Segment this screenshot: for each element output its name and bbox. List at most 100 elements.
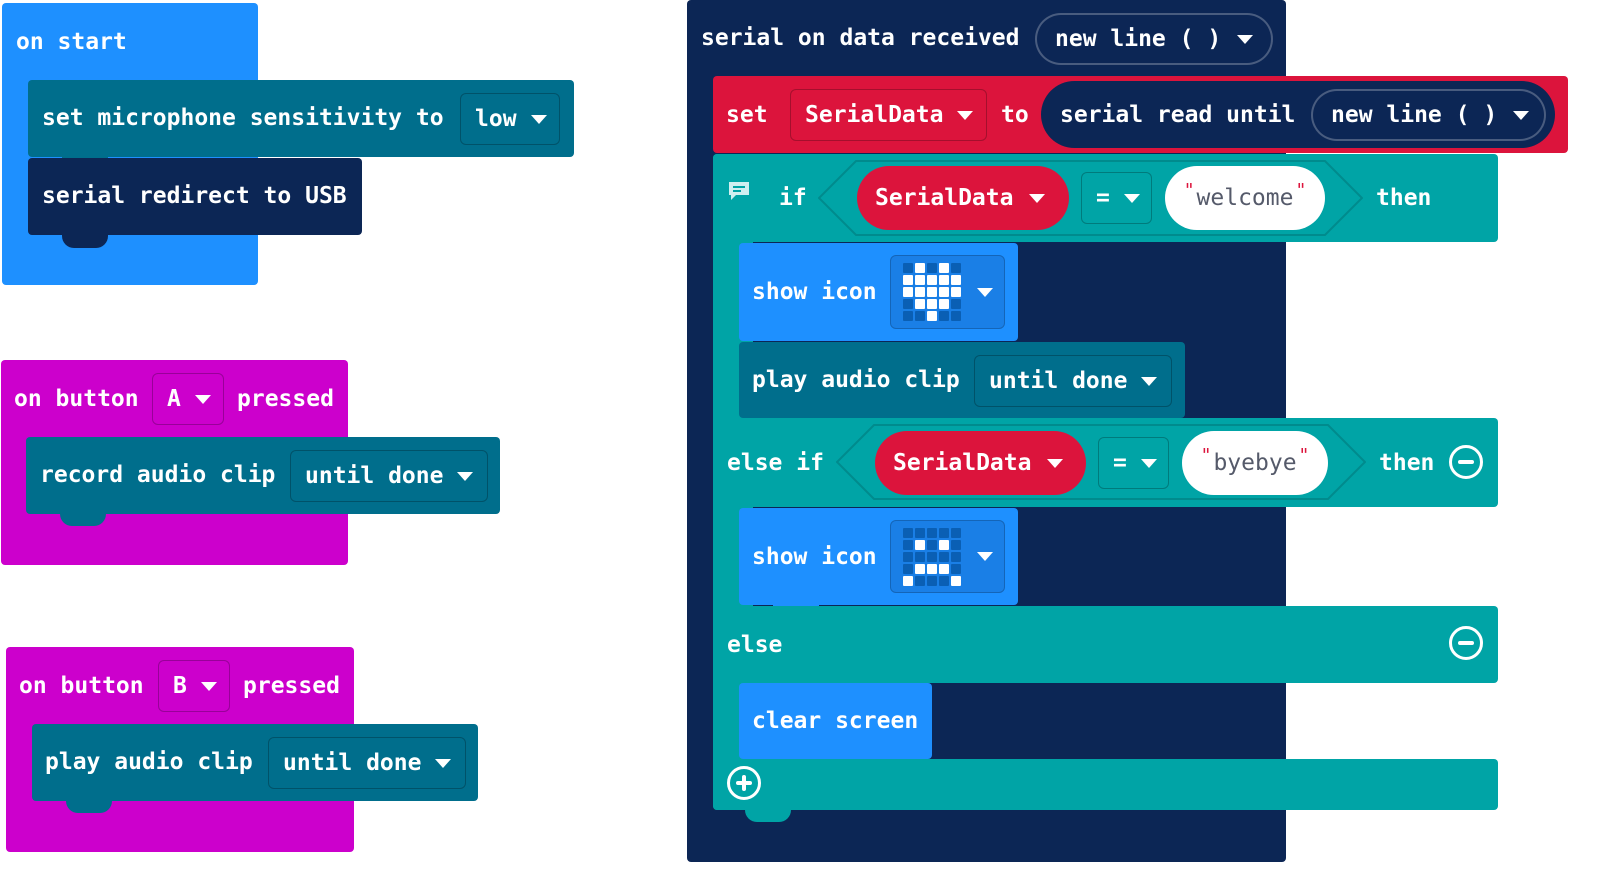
dropdown-arrow-icon xyxy=(457,471,474,481)
led-pixel xyxy=(939,275,949,285)
on-button-a-prefix: on button xyxy=(14,386,139,412)
variable-dropdown[interactable]: SerialData xyxy=(790,89,987,141)
if-label: if xyxy=(779,185,807,211)
on-button-b-prefix: on button xyxy=(19,673,144,699)
led-pixel xyxy=(939,299,949,309)
led-pixel xyxy=(951,527,961,538)
dropdown-arrow-icon xyxy=(1029,193,1046,203)
led-pixel xyxy=(903,539,913,550)
read-delimiter-dropdown[interactable]: new line ( ) xyxy=(1311,89,1546,141)
led-pixel xyxy=(915,539,925,550)
variable-value: SerialData xyxy=(805,102,944,128)
play-mode-value: until done xyxy=(989,368,1128,394)
add-else-if-button[interactable] xyxy=(727,766,761,800)
led-pixel xyxy=(915,287,925,297)
led-pixel xyxy=(927,287,937,297)
then-label: then xyxy=(1376,185,1432,211)
else-header xyxy=(713,606,1498,683)
clear-screen-label: clear screen xyxy=(752,708,919,734)
led-pixel xyxy=(927,311,937,321)
led-pixel xyxy=(951,275,961,285)
led-pixel xyxy=(903,287,913,297)
play-audio-clip-label-b: play audio clip xyxy=(45,749,253,775)
operator-dropdown-2[interactable]: = xyxy=(1098,437,1169,489)
quote-mark: " xyxy=(1200,444,1212,466)
dropdown-arrow-icon xyxy=(977,552,993,561)
led-pixel xyxy=(903,299,913,309)
led-pixel xyxy=(903,527,913,538)
led-pixel xyxy=(951,263,961,273)
led-pixel xyxy=(939,263,949,273)
icon-picker-sad[interactable] xyxy=(890,520,1005,593)
serial-redirect-block[interactable] xyxy=(28,158,362,235)
dropdown-arrow-icon xyxy=(1123,193,1140,203)
welcome-text: welcome xyxy=(1196,185,1294,211)
led-pixel xyxy=(927,275,937,285)
led-pixel xyxy=(939,575,949,586)
set-microphone-label: set microphone sensitivity to xyxy=(42,105,444,131)
led-pixel xyxy=(927,263,937,273)
play-mode-dropdown-b[interactable]: until done xyxy=(268,737,466,789)
on-start-label: on start xyxy=(16,29,127,55)
led-pixel xyxy=(939,311,949,321)
led-pixel xyxy=(915,299,925,309)
sad-icon xyxy=(903,527,961,586)
operator-value-2: = xyxy=(1113,450,1127,476)
delimiter-value: new line ( ) xyxy=(1055,26,1222,52)
sensitivity-value: low xyxy=(475,106,517,132)
remove-else-button[interactable] xyxy=(1449,626,1483,660)
operator-dropdown[interactable]: = xyxy=(1081,172,1152,224)
led-pixel xyxy=(927,551,937,562)
dropdown-arrow-icon xyxy=(977,287,993,297)
led-pixel xyxy=(951,287,961,297)
remove-else-if-button[interactable] xyxy=(1449,445,1483,479)
quote-mark: " xyxy=(1295,179,1307,201)
button-b-value: B xyxy=(173,673,187,699)
button-a-dropdown[interactable]: A xyxy=(152,373,224,425)
dropdown-arrow-icon xyxy=(1237,34,1254,44)
led-pixel xyxy=(951,575,961,586)
dropdown-arrow-icon xyxy=(194,394,211,404)
icon-picker-heart[interactable] xyxy=(890,255,1005,329)
string-literal-welcome[interactable]: "welcome" xyxy=(1165,166,1325,230)
play-audio-clip-label: play audio clip xyxy=(752,367,960,393)
led-pixel xyxy=(903,563,913,574)
record-mode-dropdown[interactable]: until done xyxy=(290,450,488,502)
led-pixel xyxy=(903,311,913,321)
dropdown-arrow-icon xyxy=(1140,458,1157,468)
quote-mark: " xyxy=(1298,444,1310,466)
else-if-then-label: then xyxy=(1379,450,1435,476)
serial-read-until-label: serial read until xyxy=(1060,101,1296,128)
led-pixel xyxy=(927,539,937,550)
else-label: else xyxy=(727,632,783,658)
serialdata-variable-reporter-2[interactable]: SerialData xyxy=(875,431,1086,495)
led-pixel xyxy=(951,299,961,309)
sensitivity-dropdown[interactable]: low xyxy=(460,93,560,145)
clear-screen-block[interactable] xyxy=(739,683,932,759)
to-label: to xyxy=(1001,102,1029,128)
block-notch xyxy=(60,512,106,526)
led-pixel xyxy=(939,539,949,550)
led-pixel xyxy=(927,563,937,574)
record-audio-clip-label: record audio clip xyxy=(40,462,276,488)
if-footer xyxy=(713,759,1498,810)
led-pixel xyxy=(915,575,925,586)
led-pixel xyxy=(903,275,913,285)
serialdata-variable-reporter[interactable]: SerialData xyxy=(857,166,1069,230)
byebye-text: byebye xyxy=(1213,450,1297,476)
quote-mark: " xyxy=(1183,179,1195,201)
string-literal-byebye[interactable]: "byebye" xyxy=(1182,431,1328,495)
read-delimiter-value: new line ( ) xyxy=(1331,102,1498,128)
operator-value: = xyxy=(1096,185,1110,211)
on-button-b-suffix: pressed xyxy=(243,673,340,699)
play-mode-value-b: until done xyxy=(283,750,422,776)
delimiter-dropdown[interactable]: new line ( ) xyxy=(1035,13,1273,65)
button-b-dropdown[interactable]: B xyxy=(158,660,230,712)
show-icon-label: show icon xyxy=(752,279,877,305)
led-pixel xyxy=(939,287,949,297)
play-mode-dropdown[interactable]: until done xyxy=(974,355,1172,407)
comment-icon[interactable] xyxy=(728,181,750,200)
led-pixel xyxy=(927,575,937,586)
serial-on-data-received-label: serial on data received xyxy=(701,25,1020,51)
serialdata-value: SerialData xyxy=(875,185,1014,211)
